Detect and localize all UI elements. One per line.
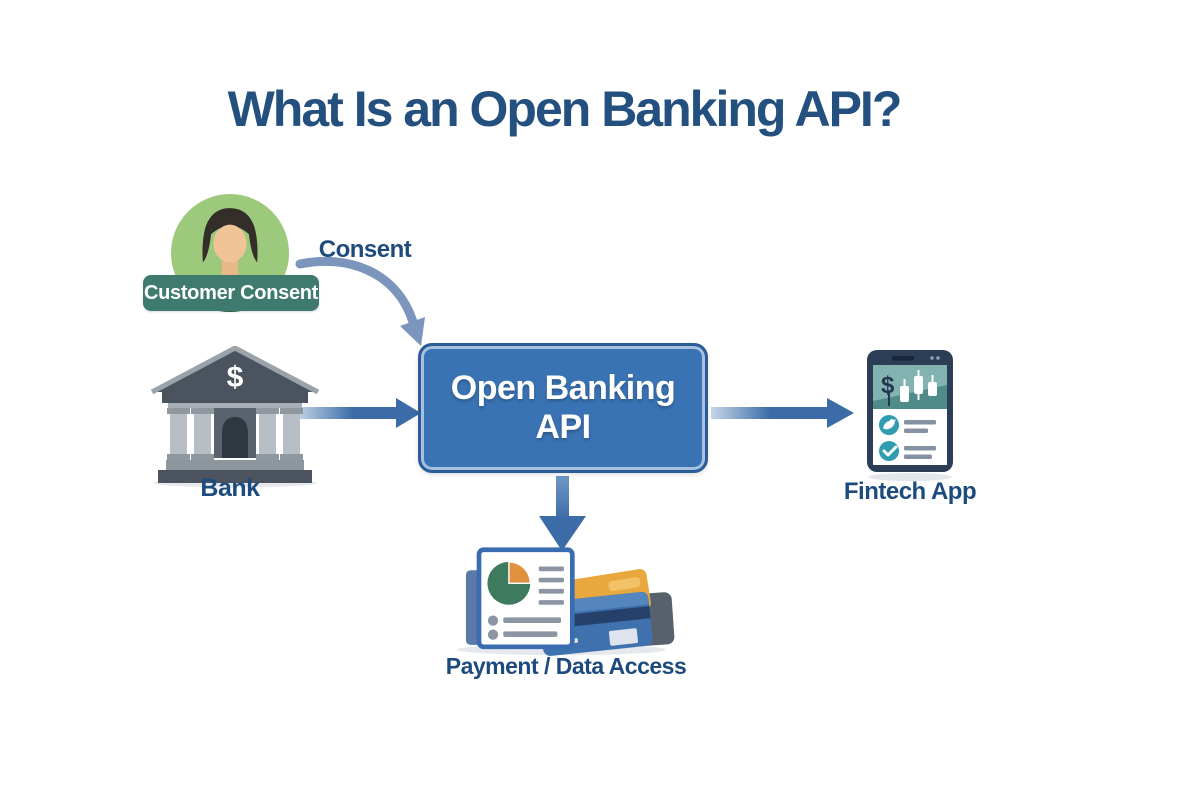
smartphone-icon: $: [867, 350, 953, 481]
fintech-app-label: Fintech App: [843, 478, 977, 505]
bird-icon: [883, 419, 896, 430]
bank-icon: $: [150, 346, 320, 488]
api-box-line2: API: [535, 408, 591, 446]
api-box-line1: Open Banking: [450, 368, 676, 407]
open-banking-api-box: Open Banking API: [418, 343, 708, 473]
page-title: What Is an Open Banking API?: [227, 81, 903, 137]
app-list-rows: [879, 415, 936, 461]
customer-consent-badge: Customer Consent: [143, 275, 319, 311]
consent-flow-label: Consent: [318, 236, 412, 263]
payment-data-access-label: Payment / Data Access: [445, 653, 687, 679]
arrow-right-api-to-fintech-icon: [711, 398, 854, 428]
chart-candlestick-icon: $: [873, 365, 947, 409]
pie-chart-icon: [487, 561, 532, 605]
document-icon: [476, 547, 575, 650]
document-and-cards-icon: [456, 547, 675, 656]
dollar-icon: $: [227, 361, 244, 394]
curved-arrow-icon: [295, 256, 425, 346]
bank-label: Bank: [200, 474, 260, 502]
arrow-right-bank-to-api-icon: [296, 398, 421, 428]
dollar-icon: $: [881, 372, 895, 399]
arrow-down-api-to-payment-icon: [539, 476, 586, 551]
customer-consent-label: Customer Consent: [143, 281, 319, 304]
check-icon: [882, 445, 898, 457]
